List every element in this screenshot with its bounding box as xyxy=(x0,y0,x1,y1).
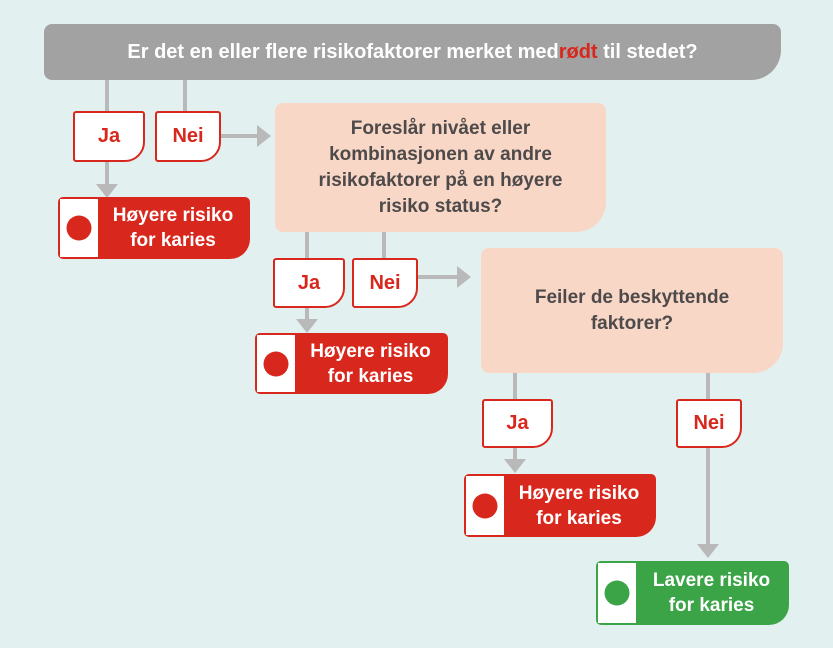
choice-nei-3-label: Nei xyxy=(693,412,725,434)
connector-ja2-to-outcome2 xyxy=(305,308,309,320)
connector-question3-to-ja3 xyxy=(513,373,517,399)
green-dot-icon xyxy=(604,580,630,606)
connector-question2-to-nei2 xyxy=(382,232,386,258)
choice-ja-1-label: Ja xyxy=(97,125,121,147)
outcome-line: Lavere risiko xyxy=(652,570,771,591)
arrowhead-down-icon xyxy=(96,184,118,198)
choice-ja-2-label: Ja xyxy=(297,271,321,294)
question-3-line: faktorer? xyxy=(590,312,674,334)
connector-header-to-nei1 xyxy=(183,80,187,111)
choice-nei-2: Nei xyxy=(352,258,418,308)
choice-nei-2-label: Nei xyxy=(369,271,401,294)
dot-badge-panel xyxy=(257,335,295,392)
outcome-line: Høyere risiko xyxy=(112,205,234,226)
arrowhead-down-icon xyxy=(296,319,318,333)
connector-ja3-to-outcome3 xyxy=(513,448,517,460)
outcome-higher-risk-1-label: Høyere risiko for karies xyxy=(98,197,248,259)
outcome-higher-risk-2-label: Høyere risiko for karies xyxy=(295,333,446,394)
arrowhead-down-icon xyxy=(697,544,719,558)
connector-nei1-to-question2 xyxy=(221,134,258,138)
connector-question2-to-ja2 xyxy=(305,232,309,258)
connector-nei3-to-outcome-green xyxy=(706,373,710,545)
outcome-line: for karies xyxy=(327,365,414,387)
outcome-line: Høyere risiko xyxy=(310,340,431,362)
connector-ja1-to-outcome1 xyxy=(105,162,109,186)
arrowhead-right-icon xyxy=(257,125,271,147)
question-3-line: Feiler de beskyttende xyxy=(534,286,730,308)
outcome-line: for karies xyxy=(130,230,216,251)
outcome-higher-risk-3: Høyere risiko for karies xyxy=(464,474,656,537)
red-dot-icon xyxy=(472,493,498,518)
outcome-higher-risk-1: Høyere risiko for karies xyxy=(58,197,250,259)
red-dot-icon xyxy=(263,351,289,376)
choice-ja-3-label: Ja xyxy=(506,412,529,434)
connector-header-to-ja1 xyxy=(105,80,109,111)
question-box-2: Foreslår nivået eller kombinasjonen av a… xyxy=(275,103,606,232)
choice-nei-3: Nei xyxy=(676,399,742,448)
dot-badge-panel xyxy=(60,199,98,257)
arrowhead-right-icon xyxy=(457,266,471,288)
red-dot-icon xyxy=(66,215,92,241)
outcome-higher-risk-2: Høyere risiko for karies xyxy=(255,333,448,394)
choice-nei-1: Nei xyxy=(155,111,221,162)
outcome-lower-risk-label: Lavere risiko for karies xyxy=(636,561,787,625)
question-2-line: kombinasjonen av andre xyxy=(329,143,552,165)
dot-badge-panel xyxy=(466,476,504,535)
outcome-line: for karies xyxy=(668,595,755,616)
choice-ja-1: Ja xyxy=(73,111,145,162)
question-box-3: Feiler de beskyttende faktorer? xyxy=(481,248,783,373)
choice-ja-3: Ja xyxy=(482,399,553,448)
header-question-text-post: til stedet? xyxy=(597,40,698,63)
question-2-line: risiko status? xyxy=(378,195,503,217)
choice-nei-1-label: Nei xyxy=(172,125,204,147)
choice-ja-2: Ja xyxy=(273,258,345,308)
dot-badge-panel xyxy=(598,563,636,623)
arrowhead-down-icon xyxy=(504,459,526,473)
outcome-lower-risk: Lavere risiko for karies xyxy=(596,561,789,625)
outcome-line: for karies xyxy=(536,507,622,529)
question-2-line: Foreslår nivået eller xyxy=(350,117,531,139)
header-question: Er det en eller flere risikofaktorer mer… xyxy=(44,24,781,80)
outcome-higher-risk-3-label: Høyere risiko for karies xyxy=(504,474,654,537)
outcome-line: Høyere risiko xyxy=(518,482,640,504)
connector-nei2-to-question3 xyxy=(418,275,458,279)
header-highlight-rodt: rødt xyxy=(558,40,598,63)
question-2-line: risikofaktorer på en høyere xyxy=(318,169,563,191)
header-question-text-pre: Er det en eller flere risikofaktorer mer… xyxy=(127,40,559,63)
